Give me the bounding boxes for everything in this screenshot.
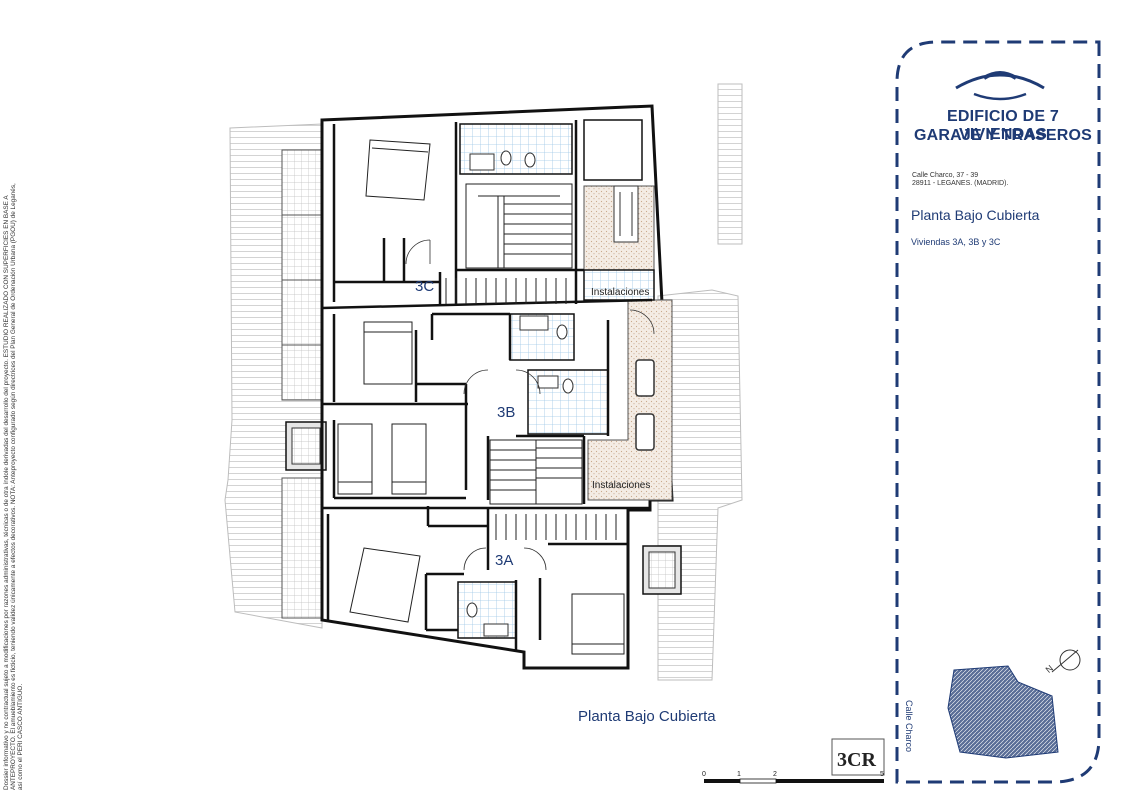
terrace-left-upper [281, 149, 323, 401]
site-location-plan [947, 649, 1081, 759]
doors [405, 239, 655, 571]
installations-label-bottom: Instalaciones [592, 480, 651, 491]
scale-label-0: 0 [702, 771, 706, 778]
plan-caption: Planta Bajo Cubierta [578, 708, 716, 725]
address-line-2: 28911 - LEGANES. (MADRID). [912, 180, 1009, 187]
terrace-left-lower [281, 477, 323, 619]
scale-label-5: 5 [880, 771, 884, 778]
eye-logo-icon [955, 71, 1045, 101]
scale-bar: 3CR [704, 738, 885, 784]
scale-label-2: 2 [773, 771, 777, 778]
skylight-top [583, 119, 643, 181]
project-title-line-2: GARAJE Y TRASEROS [914, 127, 1092, 144]
unit-label-3b: 3B [497, 404, 516, 421]
site-parcel [947, 665, 1059, 759]
address-line-1: Calle Charco, 37 - 39 [912, 172, 979, 179]
interior-walls [321, 120, 653, 652]
floor-plan-drawing [224, 83, 743, 681]
street-label: Calle Charco [904, 700, 914, 753]
installations-label-top: Instalaciones [591, 287, 650, 298]
project-title-line-1: EDIFICIO DE 7 VIVIENDAS [947, 108, 1059, 143]
roof-strip-top [717, 83, 743, 245]
unit-label-3c: 3C [415, 278, 435, 295]
stairs [445, 183, 617, 540]
sheet-title: Planta Bajo Cubierta [911, 207, 1040, 223]
architect-logo [831, 738, 885, 776]
scale-label-1: 1 [737, 771, 741, 778]
sheet-subtitle: Viviendas 3A, 3B y 3C [911, 237, 1001, 247]
unit-label-3a: 3A [495, 552, 514, 569]
svg-text:3CR: 3CR [837, 749, 876, 771]
beds [337, 139, 625, 655]
title-block-frame [895, 40, 1101, 784]
north-arrow-icon [1059, 649, 1081, 671]
